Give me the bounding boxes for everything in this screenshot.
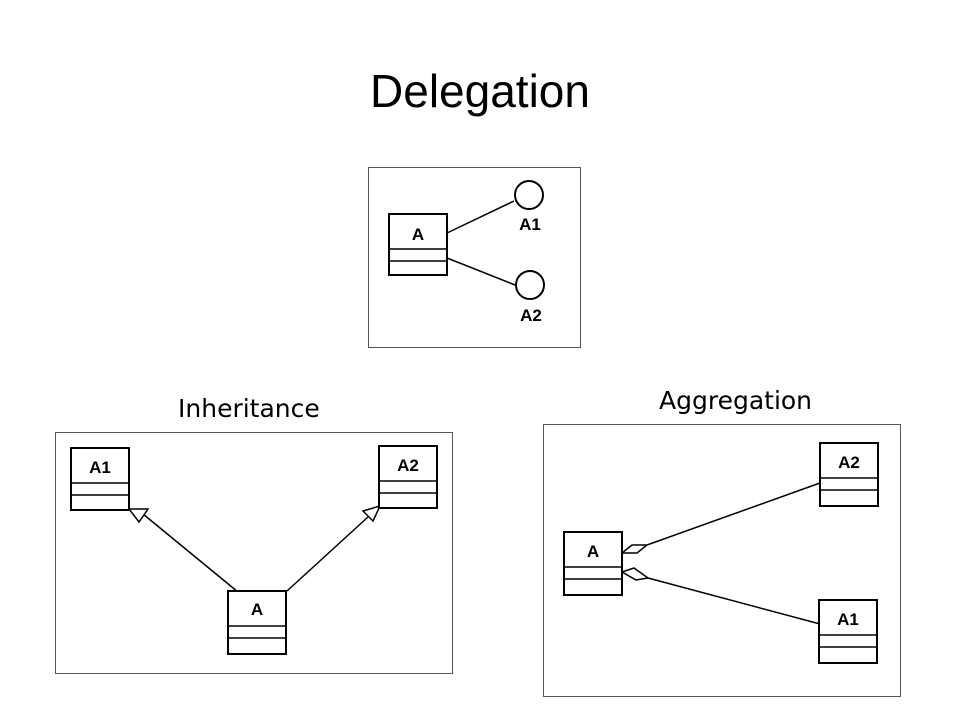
class-name: A1 — [89, 458, 111, 477]
class-name: A — [412, 225, 424, 244]
interface-a1-label: A1 — [519, 215, 541, 234]
generalization-arrowhead-a1 — [127, 508, 150, 524]
class-name: A2 — [397, 456, 419, 475]
inheritance-caption: Inheritance — [178, 394, 320, 423]
interface-a1-circle — [514, 180, 544, 210]
inheritance-diagram: A1 A2 A — [55, 432, 453, 674]
generalization-arrowhead-a2 — [361, 504, 382, 523]
aggregation-line-a2 — [646, 482, 821, 546]
connector-a-a2 — [446, 257, 516, 286]
class-box-a: A — [563, 531, 623, 596]
connector-a-a1 — [446, 200, 515, 234]
class-box-a1: A1 — [70, 447, 130, 511]
interface-a2-circle — [515, 270, 545, 300]
class-box-a: A — [388, 213, 448, 276]
class-box-a2: A2 — [819, 442, 879, 507]
aggregation-line-a1 — [647, 577, 821, 625]
class-name: A — [587, 542, 599, 561]
class-box-a: A — [227, 590, 287, 655]
aggregation-diamond-a1 — [620, 567, 650, 581]
class-box-a1: A1 — [818, 599, 878, 664]
slide-title: Delegation — [370, 65, 590, 117]
delegation-diagram: A A1 A2 — [368, 167, 581, 348]
class-name: A — [251, 600, 263, 619]
aggregation-diagram: A A2 A1 — [543, 424, 901, 697]
aggregation-diamond-a2 — [619, 544, 650, 554]
aggregation-caption: Aggregation — [659, 386, 813, 415]
generalization-line-a2 — [286, 516, 369, 592]
class-name: A1 — [837, 610, 859, 629]
class-box-a2: A2 — [378, 445, 438, 509]
interface-a2-label: A2 — [520, 306, 542, 325]
class-name: A2 — [838, 453, 860, 472]
generalization-line-a1 — [142, 513, 239, 593]
